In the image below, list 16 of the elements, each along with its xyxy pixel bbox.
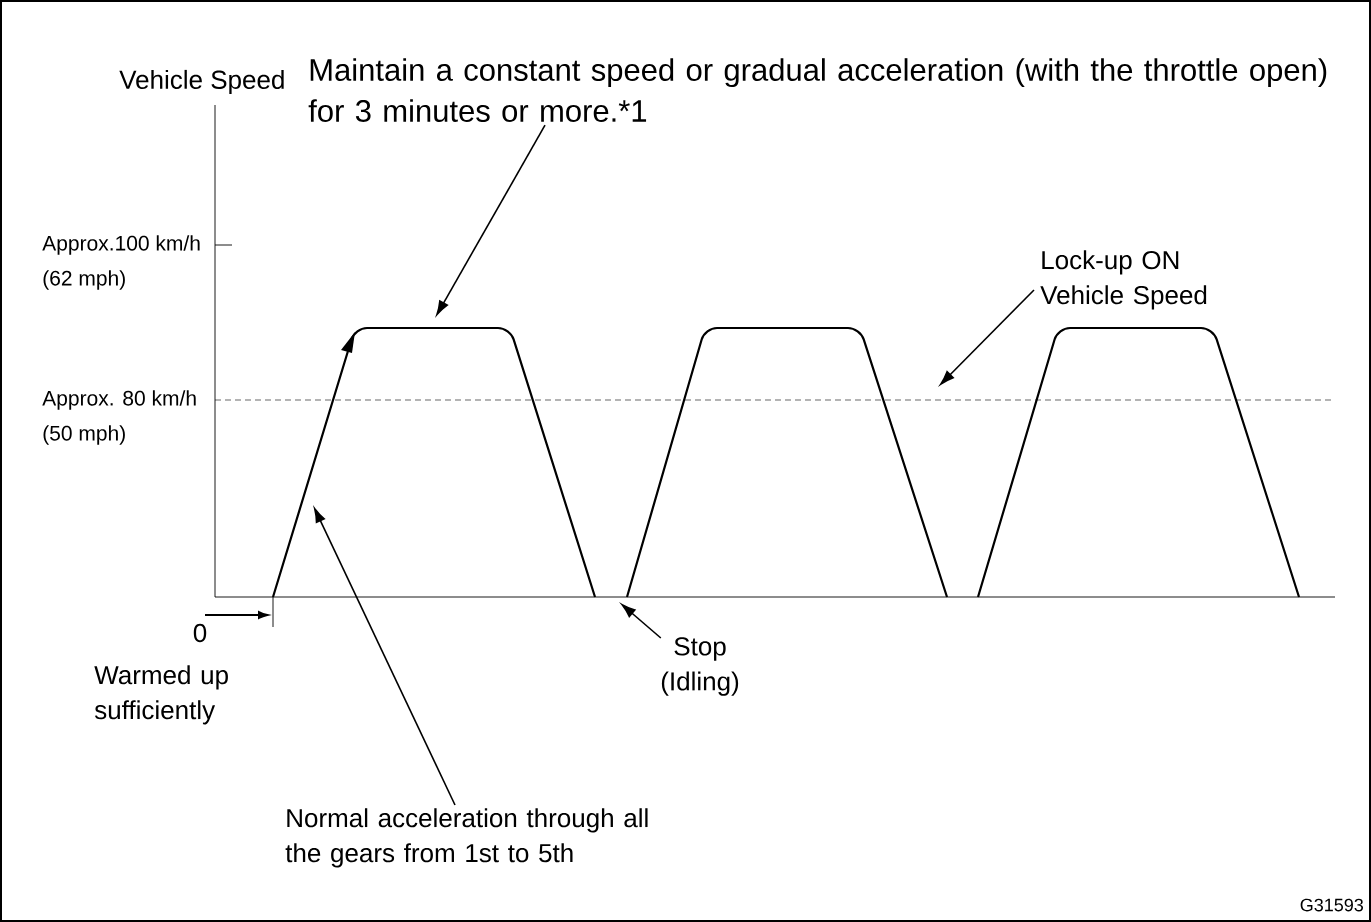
leader-arrow — [313, 507, 456, 806]
leader-arrow — [436, 124, 546, 316]
leader-arrow — [940, 289, 1035, 385]
leader-arrow — [621, 603, 662, 639]
callout-text: Lock-up ON Vehicle Speed — [1040, 250, 1207, 310]
axis-label: Vehicle Speed — [119, 69, 284, 95]
tick-label: Approx. 80 km/h — [42, 390, 196, 410]
note-text: Warmed up sufficiently — [94, 665, 228, 725]
tick-label: (62 mph) — [43, 270, 125, 290]
figure-code: G31593 — [1300, 898, 1363, 912]
tick-label: (50 mph) — [43, 425, 125, 445]
callout-text: Stop (Idling) — [661, 637, 739, 696]
tick-label: Approx.100 km/h — [42, 235, 200, 255]
callout-text: Maintain a constant speed or gradual acceleration (with the throttle open) for 3 minutes or more.*1 — [308, 58, 1327, 122]
origin-label: 0 — [193, 623, 207, 643]
callout-text: Normal acceleration through all the gears from 1st to 5th — [285, 808, 648, 868]
